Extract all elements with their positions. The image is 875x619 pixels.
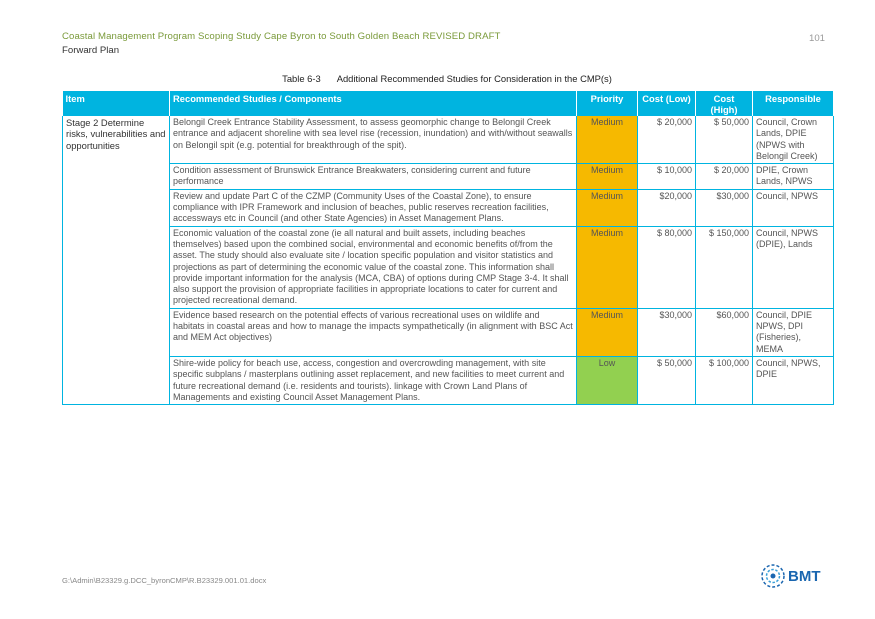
section-title: Forward Plan [62, 45, 120, 56]
table-header-row: Item Recommended Studies / Components Pr… [62, 91, 834, 116]
cost-high: $ 20,000 [695, 163, 753, 190]
document-header-title: Coastal Management Program Scoping Study… [62, 31, 501, 42]
cost-low: $ 80,000 [637, 226, 696, 309]
responsible: Council, NPWS (DPIE), Lands [752, 226, 834, 309]
header-responsible: Responsible [752, 91, 834, 116]
bmt-logo-text: BMT [788, 568, 821, 585]
table-row: Review and update Part C of the CZMP (Co… [63, 189, 834, 227]
study-description: Evidence based research on the potential… [169, 308, 577, 357]
header-studies: Recommended Studies / Components [169, 91, 577, 116]
page-number: 101 [808, 33, 825, 44]
recommended-studies-table: Item Recommended Studies / Components Pr… [62, 91, 834, 406]
cost-low: $ 10,000 [637, 163, 696, 190]
study-description: Review and update Part C of the CZMP (Co… [169, 189, 577, 227]
header-item: Item [62, 91, 170, 116]
study-description: Belongil Creek Entrance Stability Assess… [169, 116, 577, 165]
priority-badge: Low [576, 356, 638, 406]
responsible: DPIE, Crown Lands, NPWS [752, 163, 834, 190]
responsible: Council, NPWS [752, 189, 834, 227]
table-row: Evidence based research on the potential… [63, 308, 834, 357]
priority-badge: Medium [576, 163, 638, 190]
cost-high: $ 50,000 [695, 116, 753, 165]
priority-badge: Medium [576, 226, 638, 309]
cost-low: $ 50,000 [637, 356, 696, 406]
cost-high: $30,000 [695, 189, 753, 227]
header-priority: Priority [576, 91, 638, 116]
priority-badge: Medium [576, 116, 638, 165]
table-row: Shire-wide policy for beach use, access,… [63, 356, 834, 406]
table-caption: Table 6-3 Additional Recommended Studies … [62, 73, 832, 84]
table-row: Stage 2 Determine risks, vulnerabilities… [62, 116, 834, 406]
bmt-logo: BMT [760, 562, 830, 590]
header-cost-high: Cost (High) [695, 91, 753, 116]
footer-file-path: G:\Admin\B23329.g.DCC_byronCMP\R.B23329.… [62, 576, 267, 585]
study-description: Economic valuation of the coastal zone (… [169, 226, 577, 309]
priority-badge: Medium [576, 189, 638, 227]
priority-badge: Medium [576, 308, 638, 357]
table-caption-label: Table 6-3 [282, 73, 321, 84]
study-description: Shire-wide policy for beach use, access,… [169, 356, 577, 406]
stage-item-cell: Stage 2 Determine risks, vulnerabilities… [62, 116, 170, 406]
responsible: Council, Crown Lands, DPIE (NPWS with Be… [752, 116, 834, 165]
table-row: Condition assessment of Brunswick Entran… [63, 163, 834, 190]
cost-high: $60,000 [695, 308, 753, 357]
study-description: Condition assessment of Brunswick Entran… [169, 163, 577, 190]
cost-low: $30,000 [637, 308, 696, 357]
table-caption-text: Additional Recommended Studies for Consi… [336, 73, 612, 84]
bmt-swirl-icon [761, 564, 785, 588]
responsible: Council, NPWS, DPIE [752, 356, 834, 406]
cost-high: $ 100,000 [695, 356, 753, 406]
cost-high: $ 150,000 [695, 226, 753, 309]
responsible: Council, DPIE NPWS, DPI (Fisheries), MEM… [752, 308, 834, 357]
cost-low: $ 20,000 [637, 116, 696, 165]
cost-low: $20,000 [637, 189, 696, 227]
table-row: Economic valuation of the coastal zone (… [63, 226, 834, 309]
header-cost-low: Cost (Low) [637, 91, 696, 116]
